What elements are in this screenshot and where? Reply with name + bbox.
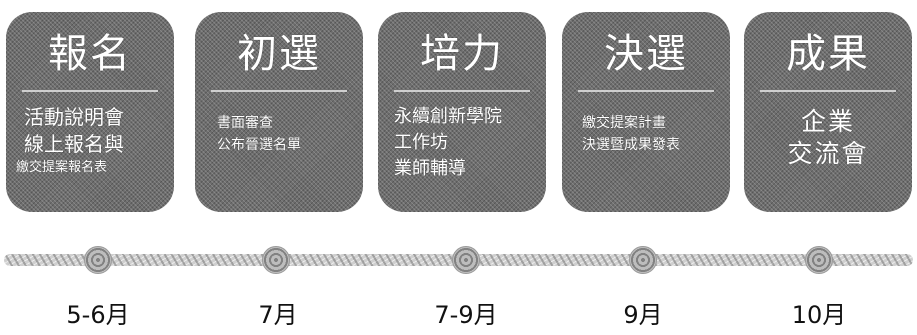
title-divider [760, 90, 896, 92]
stage-card-training: 培力 永續創新學院 工作坊 業師輔導 [378, 12, 546, 212]
stage-title: 初選 [237, 31, 321, 77]
timeline-knot-icon [805, 246, 833, 274]
timeline-knot-icon [262, 246, 290, 274]
stage-card-final: 決選 繳交提案計畫 決選暨成果發表 [562, 12, 730, 212]
stage-line: 書面審查 [217, 115, 273, 131]
stage-title: 決選 [604, 31, 688, 77]
title-divider [394, 90, 530, 92]
stage-date: 7-9月 [434, 301, 498, 329]
stage-line: 決選暨成果發表 [582, 137, 680, 153]
stage-line: 業師輔導 [394, 158, 466, 179]
timeline-track [0, 246, 917, 274]
stage-title: 報名 [48, 31, 132, 77]
stage-description: 書面審查 公布晉選名單 [205, 104, 353, 156]
stage-description: 永續創新學院 工作坊 業師輔導 [388, 104, 536, 182]
stage-card-results: 成果 企業 交流會 [744, 12, 912, 212]
stage-line: 永續創新學院 [394, 106, 502, 127]
timeline-knot-icon [629, 246, 657, 274]
stage-line: 繳交提案報名表 [16, 160, 108, 175]
stage-title: 培力 [420, 31, 504, 77]
title-divider [211, 90, 347, 92]
stage-card-preliminary: 初選 書面審查 公布晉選名單 [195, 12, 363, 212]
stage-description: 繳交提案計畫 決選暨成果發表 [572, 104, 720, 156]
stage-line: 線上報名與 [24, 132, 124, 156]
stage-line: 活動說明會 [24, 105, 124, 129]
timeline-knot-icon [452, 246, 480, 274]
stage-line: 交流會 [787, 139, 869, 168]
title-divider [22, 90, 158, 92]
stage-date: 9月 [623, 301, 663, 329]
stage-title: 成果 [786, 31, 870, 77]
stage-line: 企業 [800, 107, 855, 136]
timeline-knot-icon [84, 246, 112, 274]
stage-date: 7月 [258, 301, 298, 329]
stage-card-registration: 報名 活動說明會 線上報名與 繳交提案報名表 [6, 12, 174, 212]
title-divider [578, 90, 714, 92]
stage-description: 企業 交流會 [754, 104, 902, 170]
stage-date: 10月 [791, 301, 847, 329]
stage-line: 繳交提案計畫 [582, 115, 666, 131]
stage-line: 工作坊 [394, 132, 448, 153]
stage-description: 活動說明會 線上報名與 繳交提案報名表 [16, 104, 164, 178]
stage-line: 公布晉選名單 [217, 137, 301, 153]
stage-date: 5-6月 [66, 301, 130, 329]
